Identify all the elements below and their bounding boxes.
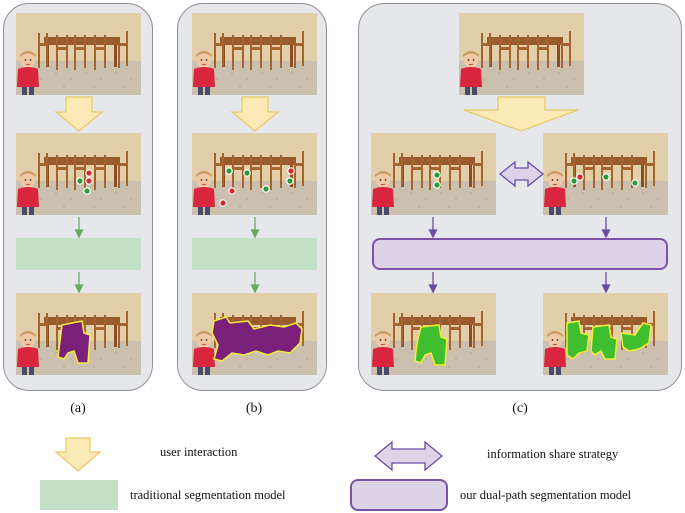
legend-yellow-arrow-icon — [54, 437, 102, 472]
user-interaction-arrow-b — [230, 96, 280, 132]
photo-a-clicks — [16, 133, 141, 215]
legend-user-interaction: user interaction — [160, 445, 238, 459]
legend-double-arrow-icon — [373, 440, 444, 472]
user-interaction-arrow-c — [463, 96, 579, 132]
caption-c: (c) — [512, 401, 528, 416]
photo-c-result-left — [371, 293, 496, 375]
photo-a-result — [16, 293, 141, 375]
legend-dual-path-swatch — [350, 479, 448, 511]
green-arrows — [74, 217, 260, 294]
caption-a: (a) — [70, 401, 86, 416]
photo-c-result-right — [543, 293, 668, 375]
legend-dual-path-model: our dual-path segmentation model — [460, 488, 632, 502]
traditional-model-box-a — [16, 238, 141, 270]
legend-information-share: information share strategy — [487, 447, 619, 461]
purple-arrows — [428, 217, 611, 294]
user-interaction-arrow-a — [54, 96, 104, 132]
caption-b: (b) — [245, 401, 263, 416]
photo-c-clicks-left — [371, 133, 496, 215]
photo-c-clicks-right — [543, 133, 668, 215]
information-share-arrow — [498, 160, 545, 188]
photo-b-result — [192, 293, 317, 375]
dual-path-model-box — [372, 238, 668, 270]
traditional-model-box-b — [192, 238, 317, 270]
photo-b-clicks — [192, 133, 317, 215]
legend-traditional-model: traditional segmentation model — [130, 488, 286, 502]
legend-traditional-model-swatch — [40, 480, 118, 510]
